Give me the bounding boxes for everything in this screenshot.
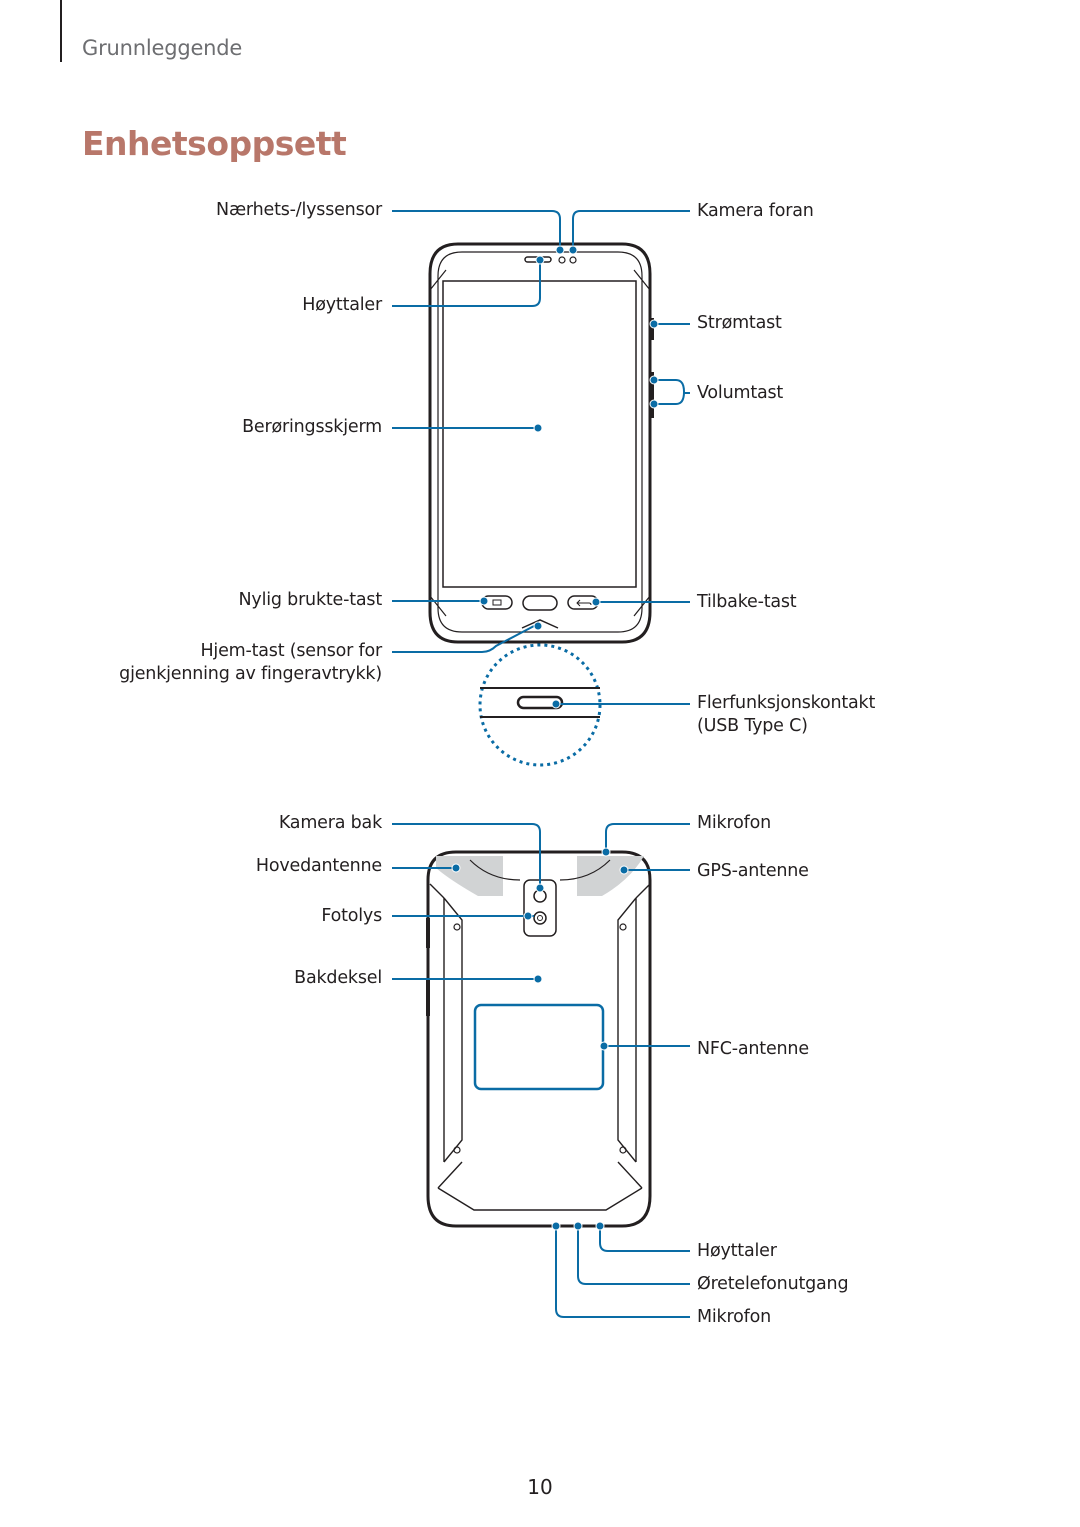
- label-headset-jack: Øretelefonutgang: [697, 1274, 849, 1294]
- callout-dots: [451, 245, 659, 1231]
- main-antenna-region: [436, 856, 503, 896]
- label-flash: Fotolys: [321, 906, 382, 926]
- label-gps-antenna: GPS-antenne: [697, 861, 809, 881]
- label-top-microphone: Mikrofon: [697, 813, 771, 833]
- page-heading: Enhetsoppsett: [82, 124, 347, 163]
- home-key-shape: [522, 595, 558, 611]
- label-nfc-antenna: NFC-antenne: [697, 1039, 809, 1059]
- label-rear-camera: Kamera bak: [278, 813, 382, 833]
- back-tablet-outline: [426, 850, 652, 1228]
- label-bottom-speaker: Høyttaler: [697, 1241, 777, 1261]
- side-rule: [60, 0, 62, 62]
- label-usb-port-line2: (USB Type C): [697, 716, 808, 736]
- label-home-key-line2: gjenkjenning av fingeravtrykk): [119, 664, 382, 684]
- label-touchscreen: Berøringsskjerm: [242, 417, 382, 437]
- label-volume-key: Volumtast: [697, 383, 784, 403]
- label-main-antenna: Hovedantenne: [255, 856, 382, 876]
- front-tablet-outline: [428, 242, 652, 644]
- label-proximity-sensor: Nærhets-/lyssensor: [216, 200, 382, 220]
- power-key-shape: [650, 318, 654, 340]
- volume-key-shape: [650, 372, 654, 418]
- label-back-key: Tilbake-tast: [697, 592, 797, 612]
- front-camera-lens: [558, 256, 566, 264]
- label-bottom-microphone: Mikrofon: [697, 1307, 771, 1327]
- front-screen: [442, 280, 637, 588]
- sensor-lens: [569, 256, 577, 264]
- section-title: Grunnleggende: [82, 36, 243, 60]
- label-recents-key: Nylig brukte-tast: [238, 590, 383, 610]
- label-home-key-line1: Hjem-tast (sensor for: [200, 641, 382, 661]
- label-earpiece-speaker: Høyttaler: [302, 295, 382, 315]
- label-back-cover: Bakdeksel: [294, 968, 382, 988]
- callout-lines: [392, 210, 690, 1318]
- page-number: 10: [527, 1475, 553, 1499]
- nfc-antenna-region: [473, 1003, 605, 1091]
- usb-port-shape: [516, 695, 564, 710]
- label-usb-port-line1: Flerfunksjonskontakt: [697, 693, 876, 713]
- label-power-key: Strømtast: [697, 313, 782, 333]
- label-front-camera: Kamera foran: [697, 201, 814, 221]
- gps-antenna-region: [577, 856, 644, 896]
